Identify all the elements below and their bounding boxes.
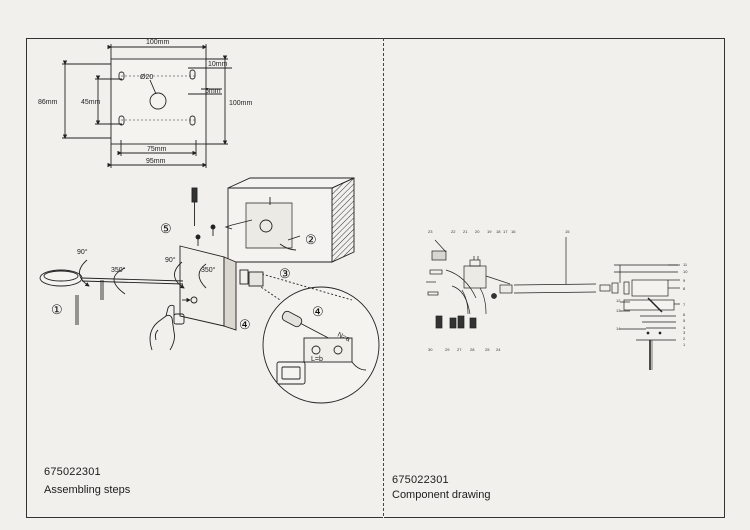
dim-right-offset: 10mm [208,61,228,68]
dim-inner-width: 75mm [147,146,167,153]
part-number-label: 25 [485,347,490,352]
wire-label-neutral: N=a [336,331,351,343]
step-1-label: ① [51,302,63,317]
part-number-label: 11 [683,262,688,267]
part-number-label: 2 [683,336,686,341]
left-product-code: 675022301 [44,466,101,478]
part-number-label: 7 [683,302,686,307]
lamp-arm [39,259,207,325]
dim-bottom-width: 95mm [146,158,166,165]
part-number-label: 8 [683,286,686,291]
mounting-plate-drawing [62,44,232,168]
part-number-label: 23 [428,229,433,234]
right-product-code: 675022301 [392,474,449,486]
part-number-label: 29 [445,347,450,352]
part-number-label: 1 [683,342,686,347]
dim-inner-height: 45mm [81,99,101,106]
dim-hole-diameter: Ø20 [140,74,153,81]
part-number-label: 27 [457,347,462,352]
part-number-label: 24 [496,347,501,352]
dim-right-height: 100mm [229,100,253,107]
part-number-label: 21 [463,229,468,234]
assembly-text-labels: ⑤ ① ② ③ ④ ④ 90° 350° 90° 350° N=a L=b [51,221,351,363]
part-number-label: 20 [475,229,480,234]
part-number-label: 9 [683,278,686,283]
wire-label-live: L=b [311,356,323,363]
part-number-label: 13 [616,308,621,313]
angle-label-4: 350° [201,266,216,274]
left-caption: Assembling steps [44,484,131,496]
dim-top-width: 100mm [146,39,170,46]
part-number-label: 22 [451,229,456,234]
step-4-detail-label: ④ [312,304,324,319]
plate-dimension-labels: 100mm Ø20 10mm 5mm 86mm 45mm 100mm 75mm … [38,39,253,165]
step-3-label: ③ [279,266,291,281]
angle-label-3: 90° [165,256,176,264]
part-number-label: 15 [565,229,570,234]
part-number-label: 6 [683,312,686,317]
part-number-label: 3 [683,330,686,335]
screwdriver-icon [191,187,216,246]
step-2-label: ② [305,232,317,247]
angle-label-1: 90° [77,248,88,256]
right-caption: Component drawing [392,489,491,501]
part-number-label: 5 [683,318,686,323]
dim-small-offset: 5mm [205,88,221,95]
hand-drawing [149,304,185,351]
connector-detail [239,269,380,404]
part-number-label: 28 [470,347,475,352]
part-number-label: 16 [511,229,516,234]
angle-label-2: 350° [111,266,126,274]
part-number-label: 19 [487,229,492,234]
part-number-label: 10 [683,269,688,274]
step-4-label: ④ [239,317,251,332]
part-number-label: 12 [616,298,621,303]
fold-divider [383,38,384,516]
dim-left-height: 86mm [38,99,58,106]
part-number-label: 18 [496,229,501,234]
back-plate [179,245,237,331]
part-number-label: 4 [683,325,686,330]
part-number-label: 14 [616,326,621,331]
component-drawing [426,237,680,370]
wall-box [224,177,355,263]
step-5-label: ⑤ [160,221,172,236]
part-number-label: 30 [428,347,433,352]
part-number-label: 17 [503,229,508,234]
assembling-panel [26,38,383,518]
component-panel [384,38,725,518]
